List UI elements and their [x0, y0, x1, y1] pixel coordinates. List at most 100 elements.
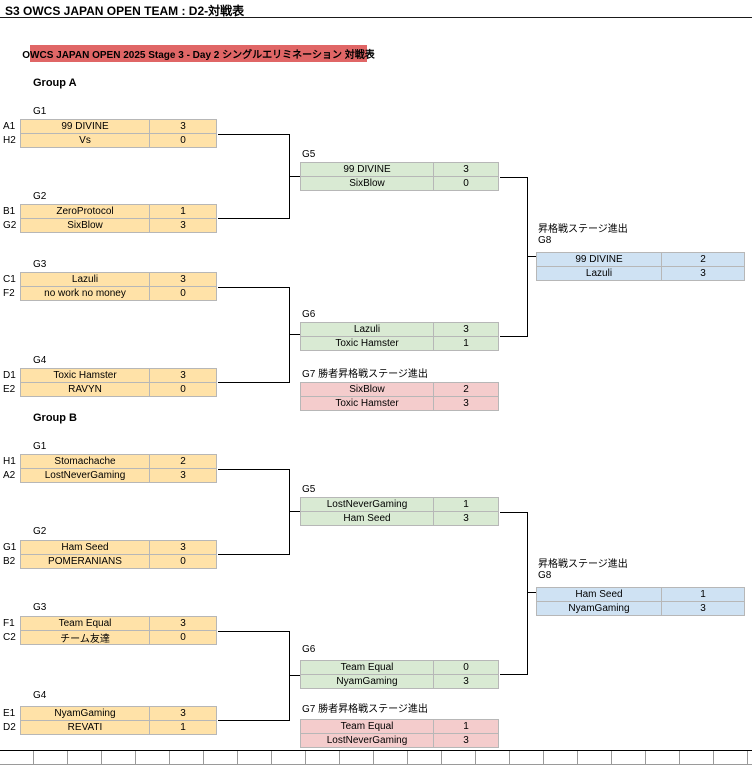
- score-cell[interactable]: 2: [433, 382, 499, 397]
- seed-label: D1: [3, 370, 16, 381]
- score-cell[interactable]: 3: [149, 218, 217, 233]
- team-cell[interactable]: Vs: [20, 133, 150, 148]
- bracket-row: G1 Ham Seed 3: [3, 540, 217, 555]
- score-cell[interactable]: 3: [433, 674, 499, 689]
- bracket-row: D2 REVATI 1: [3, 720, 217, 735]
- team-cell[interactable]: Toxic Hamster: [300, 336, 434, 351]
- header-divider: [0, 17, 752, 18]
- score-cell[interactable]: 2: [149, 454, 217, 469]
- score-cell[interactable]: 3: [149, 616, 217, 631]
- team-cell[interactable]: LostNeverGaming: [300, 733, 434, 748]
- team-cell[interactable]: Lazuli: [20, 272, 150, 287]
- match-groupA-g8: 99 DIVINE 2 Lazuli 3: [536, 252, 745, 281]
- g7-note-b: G7 勝者昇格戦ステージ進出: [302, 704, 428, 715]
- match-groupB-g5: LostNeverGaming 1 Ham Seed 3: [300, 497, 499, 526]
- score-cell[interactable]: 0: [149, 286, 217, 301]
- score-cell[interactable]: 1: [661, 587, 745, 602]
- bracket-connector: [290, 176, 300, 177]
- match-groupB-g7: Team Equal 1 LostNeverGaming 3: [300, 719, 499, 748]
- score-cell[interactable]: 3: [433, 511, 499, 526]
- team-cell[interactable]: Lazuli: [536, 266, 662, 281]
- bracket-row: C1 Lazuli 3: [3, 272, 217, 287]
- team-cell[interactable]: SixBlow: [20, 218, 150, 233]
- team-cell[interactable]: Stomachache: [20, 454, 150, 469]
- score-cell[interactable]: 3: [149, 706, 217, 721]
- score-cell[interactable]: 3: [149, 119, 217, 134]
- team-cell[interactable]: REVATI: [20, 720, 150, 735]
- bracket-row: B1 ZeroProtocol 1: [3, 204, 217, 219]
- team-cell[interactable]: LostNeverGaming: [300, 497, 434, 512]
- bracket-row: LostNeverGaming 3: [300, 733, 499, 748]
- bracket-row: B2 POMERANIANS 0: [3, 554, 217, 569]
- bracket-connector: [218, 287, 290, 383]
- team-cell[interactable]: NyamGaming: [300, 674, 434, 689]
- seed-label: A2: [3, 470, 16, 481]
- team-cell[interactable]: NyamGaming: [536, 601, 662, 616]
- bracket-row: F1 Team Equal 3: [3, 616, 217, 631]
- score-cell[interactable]: 3: [661, 266, 745, 281]
- score-cell[interactable]: 2: [661, 252, 745, 267]
- team-cell[interactable]: no work no money: [20, 286, 150, 301]
- score-cell[interactable]: 3: [433, 733, 499, 748]
- team-cell[interactable]: Lazuli: [300, 322, 434, 337]
- team-cell[interactable]: Team Equal: [20, 616, 150, 631]
- match-groupB-g8: Ham Seed 1 NyamGaming 3: [536, 587, 745, 616]
- team-cell[interactable]: Ham Seed: [20, 540, 150, 555]
- team-cell[interactable]: Team Equal: [300, 719, 434, 734]
- score-cell[interactable]: 3: [433, 396, 499, 411]
- team-cell[interactable]: Toxic Hamster: [300, 396, 434, 411]
- score-cell[interactable]: 0: [149, 382, 217, 397]
- score-cell[interactable]: 3: [433, 322, 499, 337]
- sheet-title: S3 OWCS JAPAN OPEN TEAM : D2-対戦表: [5, 4, 245, 18]
- team-cell[interactable]: RAVYN: [20, 382, 150, 397]
- match-label-b-g3: G3: [33, 602, 47, 613]
- team-cell[interactable]: 99 DIVINE: [300, 162, 434, 177]
- score-cell[interactable]: 3: [149, 368, 217, 383]
- team-cell[interactable]: NyamGaming: [20, 706, 150, 721]
- seed-label: F1: [3, 618, 15, 629]
- score-cell[interactable]: 1: [433, 719, 499, 734]
- bracket-row: Lazuli 3: [536, 266, 745, 281]
- match-label-b-g4: G4: [33, 690, 47, 701]
- team-cell[interactable]: Ham Seed: [536, 587, 662, 602]
- team-cell[interactable]: チーム友達: [20, 630, 150, 645]
- team-cell[interactable]: POMERANIANS: [20, 554, 150, 569]
- score-cell[interactable]: 3: [149, 272, 217, 287]
- seed-label: B2: [3, 556, 16, 567]
- seed-label: G1: [3, 542, 17, 553]
- score-cell[interactable]: 0: [433, 660, 499, 675]
- score-cell[interactable]: 1: [433, 497, 499, 512]
- team-cell[interactable]: ZeroProtocol: [20, 204, 150, 219]
- team-cell[interactable]: Team Equal: [300, 660, 434, 675]
- team-cell[interactable]: SixBlow: [300, 382, 434, 397]
- seed-label: D2: [3, 722, 16, 733]
- score-cell[interactable]: 3: [433, 162, 499, 177]
- team-cell[interactable]: Toxic Hamster: [20, 368, 150, 383]
- score-cell[interactable]: 1: [149, 204, 217, 219]
- score-cell[interactable]: 3: [149, 468, 217, 483]
- team-cell[interactable]: 99 DIVINE: [20, 119, 150, 134]
- team-cell[interactable]: Ham Seed: [300, 511, 434, 526]
- bracket-row: LostNeverGaming 1: [300, 497, 499, 512]
- match-groupB-g2: G1 Ham Seed 3 B2 POMERANIANS 0: [3, 540, 217, 569]
- score-cell[interactable]: 1: [149, 720, 217, 735]
- team-cell[interactable]: 99 DIVINE: [536, 252, 662, 267]
- score-cell[interactable]: 1: [433, 336, 499, 351]
- score-cell[interactable]: 0: [149, 630, 217, 645]
- seed-label: C2: [3, 632, 16, 643]
- bracket-row: NyamGaming 3: [300, 674, 499, 689]
- score-cell[interactable]: 0: [149, 133, 217, 148]
- score-cell[interactable]: 3: [661, 601, 745, 616]
- score-cell[interactable]: 3: [149, 540, 217, 555]
- bracket-row: 99 DIVINE 2: [536, 252, 745, 267]
- seed-label: E1: [3, 708, 16, 719]
- team-cell[interactable]: LostNeverGaming: [20, 468, 150, 483]
- score-cell[interactable]: 0: [149, 554, 217, 569]
- bracket-row: 99 DIVINE 3: [300, 162, 499, 177]
- match-label-a-g2: G2: [33, 191, 47, 202]
- score-cell[interactable]: 0: [433, 176, 499, 191]
- match-label-a-g4: G4: [33, 355, 47, 366]
- team-cell[interactable]: SixBlow: [300, 176, 434, 191]
- bracket-row: E2 RAVYN 0: [3, 382, 217, 397]
